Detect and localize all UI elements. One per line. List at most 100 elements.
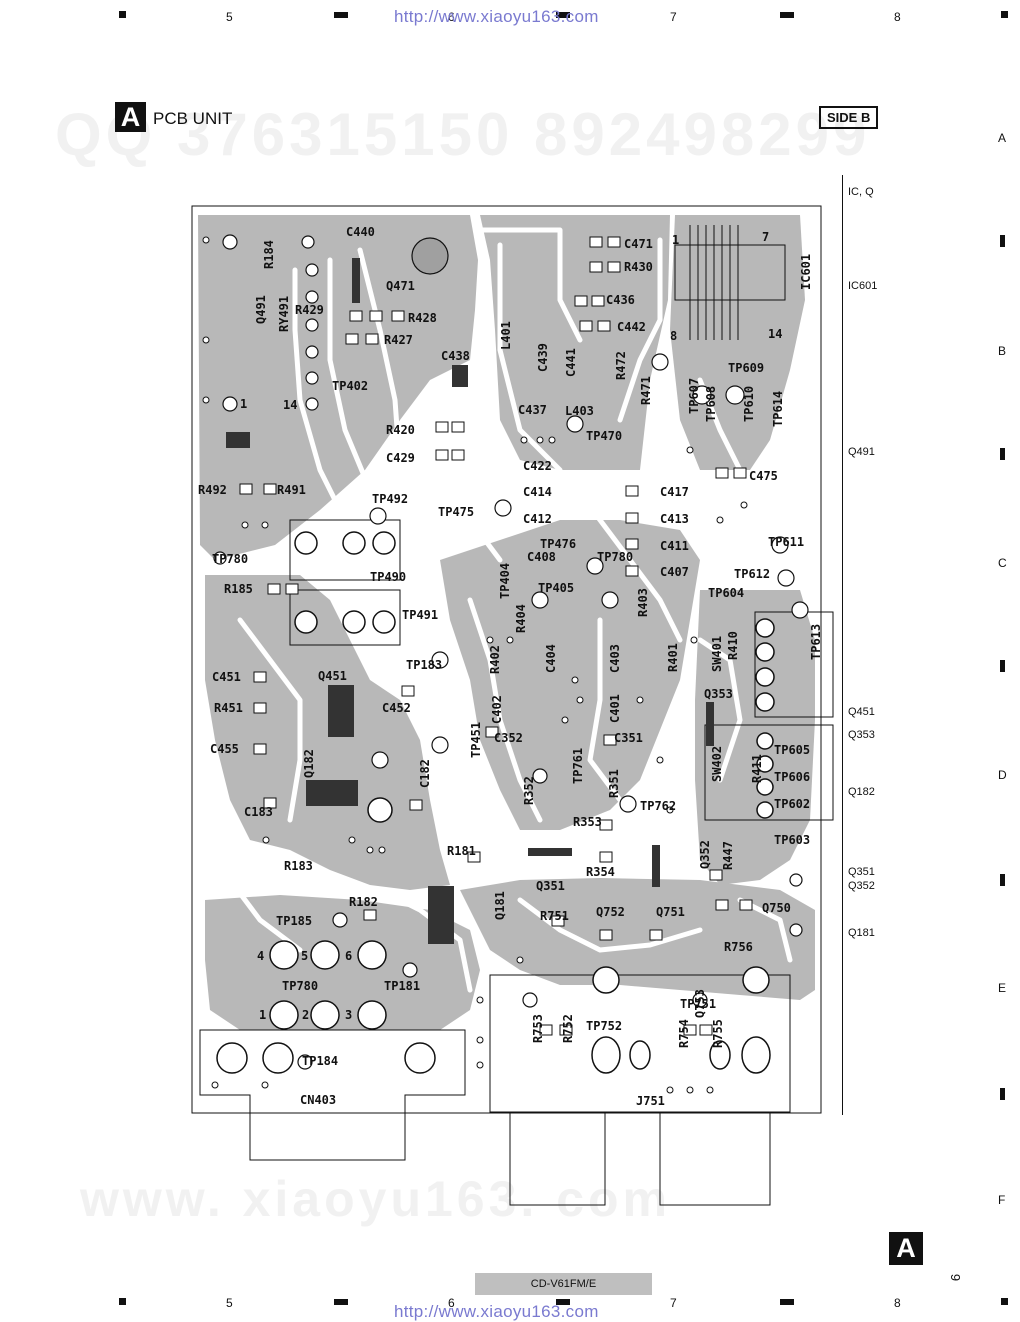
row-marker <box>1000 448 1005 460</box>
label: TP780 <box>212 552 248 566</box>
label: R420 <box>386 423 415 437</box>
watermark-top: QQ 376315150 892498299 <box>55 101 871 168</box>
label: C429 <box>386 451 415 465</box>
source-url-top[interactable]: http://www.xiaoyu163.com <box>394 7 599 26</box>
label: TP762 <box>640 799 676 813</box>
register-mark <box>334 12 348 18</box>
capacitor-c182-pad <box>371 751 389 769</box>
label: TP611 <box>768 535 804 549</box>
label: R751 <box>540 909 569 923</box>
label: Q451 <box>318 669 347 683</box>
label: TP404 <box>498 563 512 599</box>
register-mark <box>119 1298 126 1305</box>
label: R491 <box>277 483 306 497</box>
component-index-q353: Q353 <box>848 729 875 741</box>
label: TP610 <box>742 386 756 422</box>
label: C455 <box>210 742 239 756</box>
label: R427 <box>384 333 413 347</box>
register-mark <box>1001 1298 1008 1305</box>
label: 5 <box>301 949 308 963</box>
label: C442 <box>617 320 646 334</box>
label: TP492 <box>372 492 408 506</box>
model-label: CD-V61FM/E <box>475 1273 652 1295</box>
label: TP491 <box>402 608 438 622</box>
component-index-ic-q: IC, Q <box>848 186 874 198</box>
label: R183 <box>284 859 313 873</box>
label: R429 <box>295 303 324 317</box>
label: C414 <box>523 485 552 499</box>
label: TP614 <box>771 391 785 427</box>
label: Q181 <box>493 891 507 920</box>
label: TP751 <box>680 997 716 1011</box>
row-marker <box>1000 235 1005 247</box>
label: TP780 <box>597 550 633 564</box>
label: C452 <box>382 701 411 715</box>
label: TP752 <box>586 1019 622 1033</box>
column-number: 8 <box>894 1296 901 1310</box>
label: C422 <box>523 459 552 473</box>
label: Q471 <box>386 279 415 293</box>
label: R402 <box>488 645 502 674</box>
register-mark <box>556 12 570 18</box>
vias <box>202 236 748 1094</box>
label: TP185 <box>276 914 312 928</box>
component-index-q352: Q352 <box>848 880 875 892</box>
label: Q750 <box>762 901 791 915</box>
label: Q751 <box>656 905 685 919</box>
label: TP605 <box>774 743 810 757</box>
label: 1 <box>240 397 247 411</box>
label: TP603 <box>774 833 810 847</box>
column-number: 6 <box>448 10 455 24</box>
label: C471 <box>624 237 653 251</box>
footer-section-badge: A <box>889 1232 923 1265</box>
label: C440 <box>346 225 375 239</box>
solder-pads <box>213 234 809 1070</box>
register-mark <box>1001 11 1008 18</box>
label: R756 <box>724 940 753 954</box>
label: TP604 <box>708 586 744 600</box>
label: TP183 <box>406 658 442 672</box>
row-letter: E <box>998 981 1007 995</box>
register-mark <box>334 1299 348 1305</box>
label: 1 <box>259 1008 266 1022</box>
label: R755 <box>711 1019 725 1048</box>
label: TP761 <box>571 748 585 784</box>
label: TP780 <box>282 979 318 993</box>
component-index-q351: Q351 <box>848 866 875 878</box>
label: 14 <box>283 398 297 412</box>
label: RY491 <box>277 296 291 332</box>
label: 4 <box>257 949 264 963</box>
label: C183 <box>244 805 273 819</box>
label: TP607 <box>687 378 701 414</box>
label: R185 <box>224 582 253 596</box>
capacitor-pad <box>411 237 449 275</box>
label: TP490 <box>370 570 406 584</box>
row-marker <box>1000 874 1005 886</box>
label: TP402 <box>332 379 368 393</box>
section-title: PCB UNIT <box>153 109 233 128</box>
label: 1 <box>672 233 679 247</box>
row-marker <box>1000 1088 1005 1100</box>
label: R492 <box>198 483 227 497</box>
label: TP613 <box>809 624 823 660</box>
column-number: 8 <box>894 10 901 24</box>
label: C408 <box>527 550 556 564</box>
register-mark <box>556 1299 570 1305</box>
smd-components <box>239 236 753 1036</box>
label: C411 <box>660 539 689 553</box>
label: Q182 <box>302 749 316 778</box>
label: 6 <box>345 949 352 963</box>
component-index-q181: Q181 <box>848 927 875 939</box>
label: C404 <box>544 644 558 673</box>
label: TP405 <box>538 581 574 595</box>
source-url-bottom[interactable]: http://www.xiaoyu163.com <box>394 1302 599 1321</box>
label: R752 <box>561 1014 575 1043</box>
component-index-ic601: IC601 <box>848 280 878 292</box>
label: SW402 <box>710 746 724 782</box>
label: C403 <box>608 644 622 673</box>
label: R403 <box>636 588 650 617</box>
copper-zones <box>198 215 815 1030</box>
label: C407 <box>660 565 689 579</box>
label: J751 <box>636 1094 665 1108</box>
label: R430 <box>624 260 653 274</box>
